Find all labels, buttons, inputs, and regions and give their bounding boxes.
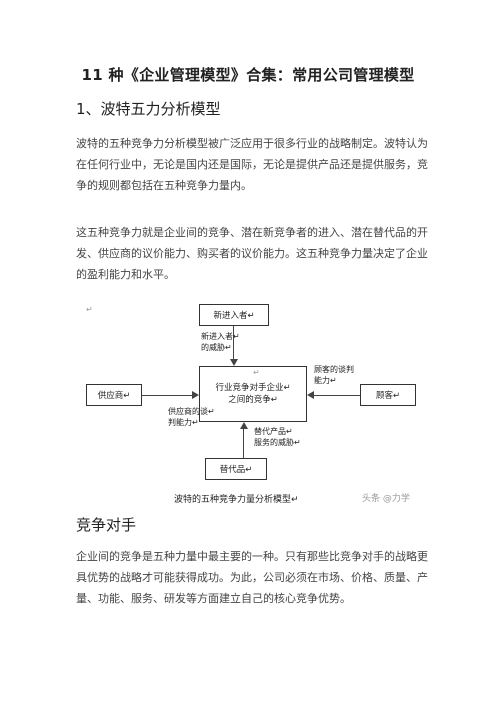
line-left: [142, 395, 194, 396]
section-heading-competitors: 竞争对手: [76, 516, 137, 534]
paragraph-competitors: 企业间的竞争是五种力量中最主要的一种。只有那些比竞争对手的战略更具优势的战略才可…: [76, 550, 428, 605]
label-customers-power: 顾客的谈判 能力↵: [314, 365, 354, 385]
box-substitutes: 替代品↵: [205, 458, 267, 480]
label-new-entrants-threat: 新进入者↵ 的威胁↵: [201, 332, 240, 352]
line-bottom: [243, 428, 244, 458]
arrow-left-right: [307, 391, 314, 399]
arrow-up-bottom: [240, 422, 248, 429]
center-mark: ↵: [253, 368, 260, 377]
label-substitutes-threat: 替代产品↵ 服务的威胁↵: [254, 427, 301, 447]
line-right: [314, 395, 360, 396]
box-suppliers: 供应商↵: [86, 384, 142, 406]
paragraph-intro: 波特的五种竞争力分析模型被广泛应用于很多行业的战略制定。波特认为在任何行业中，无…: [76, 137, 428, 192]
center-text: 行业竞争对手企业↵ 之间的竞争↵: [215, 383, 291, 405]
arrow-right-left: [192, 391, 199, 399]
box-customers: 顾客↵: [360, 384, 416, 406]
watermark: 头条 @力学: [362, 494, 410, 504]
arrow-down-top: [230, 359, 238, 366]
box-industry-rivalry: 行业竞争对手企业↵ 之间的竞争↵: [199, 366, 307, 422]
line-top: [233, 326, 234, 362]
section-heading-porter: 1、波特五力分析模型: [76, 100, 221, 118]
paragraph-mark: ↵: [86, 305, 93, 314]
box-new-entrants: 新进入者↵: [199, 304, 269, 326]
five-forces-diagram: 新进入者↵ 新进入者↵ 的威胁↵ 行业竞争对手企业↵ 之间的竞争↵ ↵ 供应商↵…: [78, 296, 424, 506]
label-suppliers-power: 供应商的谈↵ 判能力↵: [168, 407, 215, 427]
paragraph-five-forces: 这五种竞争力就是企业间的竞争、潜在新竞争者的进入、潜在替代品的开发、供应商的议价…: [76, 226, 428, 281]
diagram-caption: 波特的五种竞争力量分析模型↵: [174, 495, 299, 505]
document-title: 11 种《企业管理模型》合集：常用公司管理模型: [81, 66, 415, 84]
